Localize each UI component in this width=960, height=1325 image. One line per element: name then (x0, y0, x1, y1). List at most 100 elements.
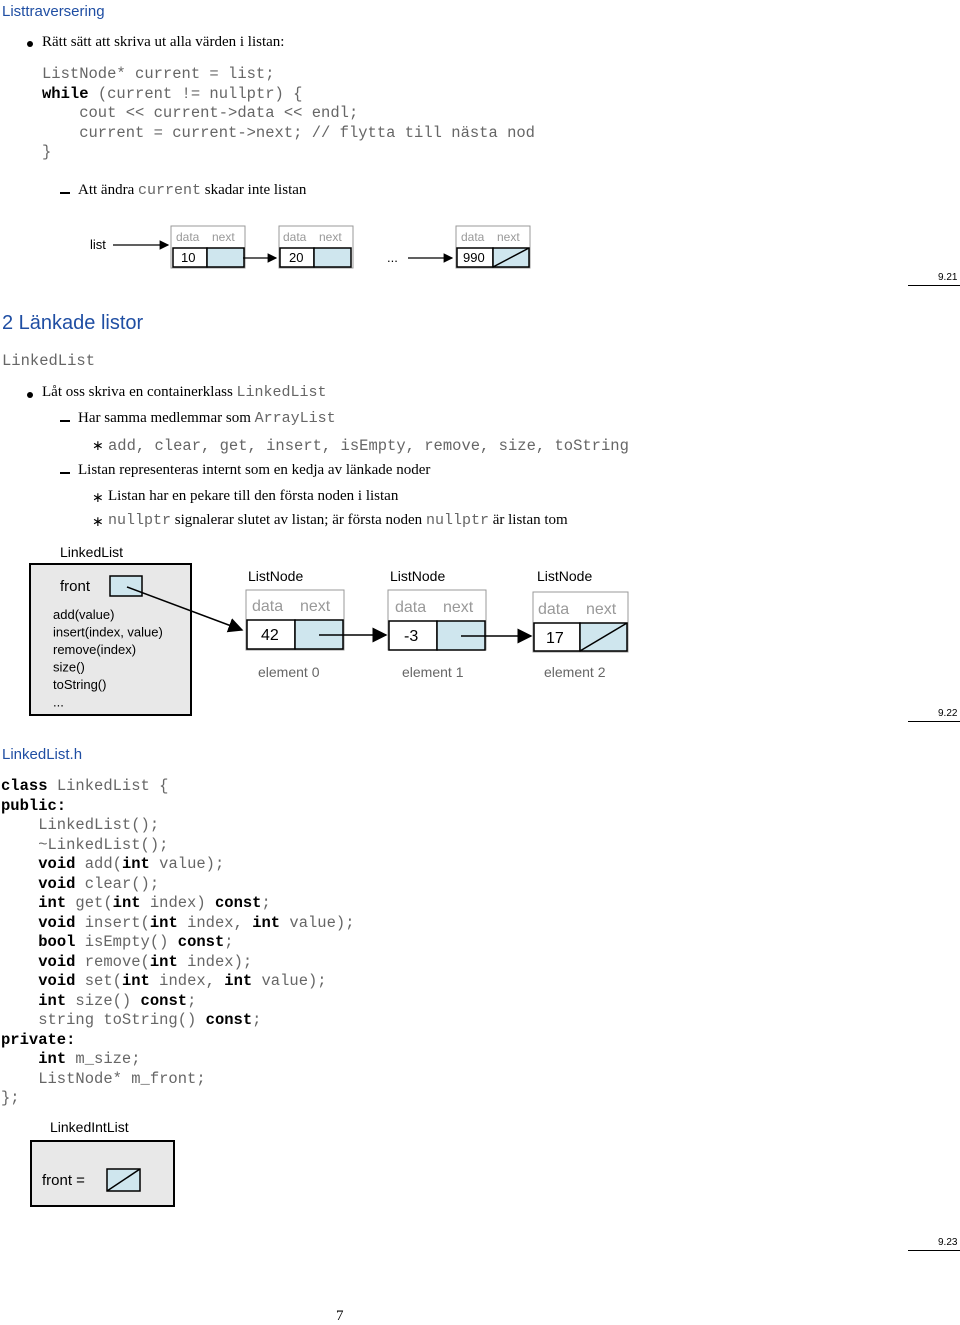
method-item: ... (53, 695, 64, 710)
method-item: remove(index) (53, 642, 136, 657)
page-rule (908, 1250, 960, 1251)
slide2-sub2-item1: Listan har en pekare till den första nod… (108, 488, 399, 504)
code-keyword: int (149, 952, 178, 971)
code-text: value); (280, 913, 355, 932)
code-keyword: int (38, 894, 67, 912)
list-node-2: data next 20 (278, 225, 354, 269)
dash-marker (60, 192, 70, 194)
slide3-title: LinkedList.h (2, 746, 83, 763)
footer-page-number: 7 (336, 1308, 344, 1324)
code-keyword: class (1, 777, 48, 795)
code-line: void set(int index, int value); (1, 972, 355, 992)
code-nullptr-1: nullptr (108, 512, 172, 529)
code-keyword: int (121, 855, 150, 873)
code-text: index, (177, 913, 253, 932)
slide2-sub2-item2: nullptr signalerar slutet av listan; är … (108, 512, 568, 529)
code-text: add( (75, 855, 122, 873)
code-text: LinkedList { (47, 777, 169, 795)
linkedintlist-class-label: LinkedIntList (50, 1119, 129, 1135)
code-text (1, 972, 38, 990)
page-rule (908, 285, 960, 286)
slide2-sub1: Har samma medlemmar som ArrayList (78, 410, 336, 427)
slide2-title: 2 Länkade listor (2, 312, 144, 334)
listnode-2-value: 17 (546, 630, 564, 647)
slide2-page: 9.22 (938, 708, 958, 719)
ellipsis: ... (387, 250, 398, 265)
code-text: index) (140, 894, 215, 912)
slide2-linkedlist-diagram: LinkedList front add(value)insert(index,… (29, 544, 629, 716)
code-keyword: int (149, 913, 178, 932)
list-node-1: data next 10 (170, 225, 246, 269)
node3-next-label: next (497, 230, 520, 244)
slide3-code-block: class LinkedList {public: LinkedList(); … (1, 777, 355, 1109)
code-line: private: (1, 1031, 355, 1051)
slide1-bullet: Rätt sätt att skriva ut alla värden i li… (42, 34, 285, 50)
code-keyword: while (42, 84, 89, 103)
element-1-label: element 1 (402, 664, 464, 680)
linkedlist-class-label: LinkedList (60, 544, 123, 560)
method-item: insert(index, value) (53, 625, 163, 640)
code-line: current = current->next; // flytta till … (42, 124, 535, 144)
front-label: front (60, 578, 91, 595)
listnode-2: ListNode data next 17 element 2 (532, 568, 629, 680)
node2-next-label: next (319, 230, 342, 244)
null-slash-icon (492, 247, 530, 268)
code-text (1, 875, 38, 893)
code-text (1, 992, 38, 1010)
code-keyword: public: (1, 796, 67, 815)
code-text: LinkedList(); (1, 816, 160, 834)
listnode-0-value: 42 (261, 627, 279, 644)
node1-value: 10 (181, 250, 195, 265)
listnode-2-data-label: data (538, 601, 569, 618)
code-text: remove( (75, 952, 150, 971)
code-text: current = current->next; // flytta till … (42, 123, 535, 142)
code-text: size() (66, 991, 141, 1010)
code-line: cout << current->data << endl; (42, 104, 535, 124)
page-rule (908, 721, 960, 722)
code-text: ; (224, 933, 234, 951)
code-line: ListNode* current = list; (42, 65, 535, 85)
code-text (1, 894, 38, 912)
slide1-page: 9.21 (938, 272, 958, 283)
code-text (1, 855, 38, 873)
code-line: }; (1, 1089, 355, 1109)
node1-next-label: next (212, 230, 235, 244)
listnode-0-data-label: data (252, 598, 283, 615)
slide1-list-diagram: list data next 10 data next 20 ... data … (90, 225, 531, 269)
slide2-sub1-code: ArrayList (254, 410, 336, 427)
code-text: value); (252, 972, 327, 990)
code-keyword: void (38, 874, 76, 893)
code-text: set( (75, 972, 122, 990)
code-text: index); (177, 952, 253, 971)
code-keyword: const (214, 894, 262, 912)
code-text (1, 1050, 38, 1068)
slide1-sub-pre: Att ändra (78, 182, 138, 198)
code-text: cout << current->data << endl; (42, 104, 359, 122)
front-arrow (126, 586, 244, 633)
slide1-sub-code: current (137, 182, 201, 199)
code-text: }; (1, 1089, 20, 1107)
slide1-sub-post: skadar inte listan (201, 182, 307, 198)
code-keyword: void (38, 855, 76, 873)
code-text (1, 933, 38, 951)
front-pointer-box (109, 575, 143, 597)
null-slash-icon (579, 622, 628, 652)
code-text: } (42, 143, 52, 161)
code-text (1, 953, 38, 971)
list-node-3: data next 990 (455, 225, 531, 269)
slide2-subtitle: LinkedList (2, 352, 96, 370)
code-keyword: const (140, 991, 188, 1010)
code-text: isEmpty() (75, 933, 178, 951)
slide2-bullet-pre: Låt oss skriva en containerklass (42, 384, 237, 400)
code-keyword: void (38, 952, 76, 971)
code-text: insert( (75, 913, 150, 932)
code-keyword: int (252, 913, 281, 932)
listnode-1-next-label: next (443, 599, 474, 616)
listnode-2-type: ListNode (537, 568, 592, 584)
list-label: list (90, 237, 106, 252)
node2-value: 20 (289, 250, 303, 265)
method-item: toString() (53, 677, 106, 692)
code-text: ; (261, 894, 271, 912)
code-line: void clear(); (1, 875, 355, 895)
code-line: } (42, 143, 535, 163)
